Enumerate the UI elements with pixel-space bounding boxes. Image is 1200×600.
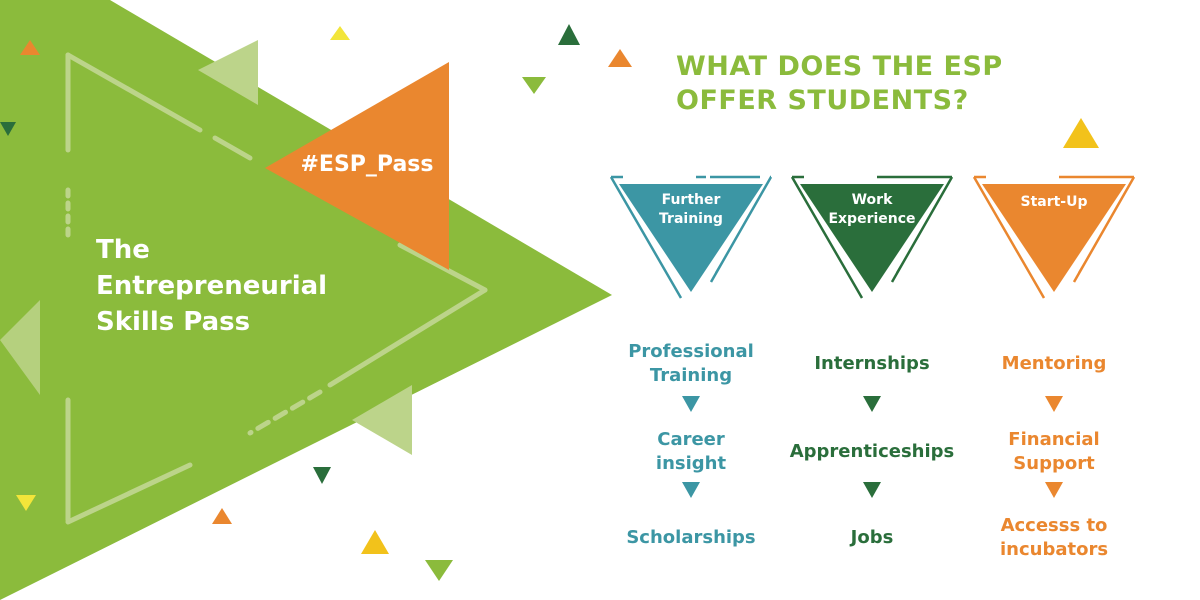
offer-item: Internships	[777, 352, 967, 376]
arrow-down-icon	[1045, 482, 1063, 498]
confetti-triangle	[1063, 118, 1099, 148]
esp-highlight: ESP	[943, 51, 1003, 82]
offer-item-line: incubators	[999, 539, 1109, 560]
offer-item-line: Jobs	[850, 527, 894, 548]
offer-item: Mentoring	[959, 352, 1149, 376]
hashtag-label: #ESP_Pass	[300, 152, 434, 177]
column-triangle-outline	[790, 175, 954, 299]
arrow-down-icon	[682, 482, 700, 498]
offer-item-line: Accesss to	[1000, 515, 1108, 536]
arrow-down-icon	[682, 396, 700, 412]
light-green-triangle-1	[198, 40, 258, 105]
light-green-triangle-3	[352, 385, 412, 455]
light-green-triangle-2	[0, 300, 40, 395]
column-shapes	[609, 175, 1136, 498]
offer-item-line: Financial	[1008, 429, 1100, 450]
offer-item: Apprenticeships	[777, 440, 967, 464]
confetti-triangle	[558, 24, 580, 45]
offer-item-line: Support	[1013, 453, 1095, 474]
offer-item-line: Professional	[628, 341, 754, 362]
confetti-triangle	[608, 49, 632, 67]
confetti-triangle	[16, 495, 36, 511]
column-label: Start-Up	[989, 193, 1119, 212]
offer-item-line: Career	[657, 429, 725, 450]
column-triangle-outline	[609, 175, 773, 299]
hashtag-orange-triangle	[265, 62, 449, 270]
column-label-line: Experience	[828, 211, 916, 227]
confetti-triangle	[361, 530, 389, 554]
title-line: Skills Pass	[96, 307, 251, 337]
column-label-line: Further	[661, 192, 721, 208]
column-triangle	[800, 184, 944, 292]
column-triangle	[982, 184, 1126, 292]
arrow-down-icon	[863, 482, 881, 498]
offer-item-line: Training	[649, 365, 733, 386]
confetti-triangle	[0, 122, 16, 136]
offer-item: Scholarships	[596, 526, 786, 550]
confetti-triangle	[522, 77, 546, 94]
offer-item: Accesss to incubators	[959, 514, 1149, 562]
big-green-triangle	[0, 0, 612, 600]
main-title: The Entrepreneurial Skills Pass	[96, 232, 327, 340]
dashed-triangle-outline	[65, 52, 488, 525]
offer-item-line: Internships	[814, 353, 930, 374]
confetti-triangle	[313, 467, 331, 484]
column-label-line: Training	[659, 211, 723, 227]
confetti-triangle	[212, 508, 232, 524]
offer-item-line: insight	[655, 453, 727, 474]
column-label-line: Work	[851, 192, 893, 208]
column-label-line: Start-Up	[1020, 194, 1088, 210]
confetti-triangle	[20, 40, 40, 55]
title-line: Entrepreneurial	[96, 271, 328, 301]
arrow-down-icon	[1045, 396, 1063, 412]
offer-item: Jobs	[777, 526, 967, 550]
confetti-triangle	[330, 26, 350, 40]
title-line: The	[96, 235, 150, 265]
arrow-down-icon	[863, 396, 881, 412]
column-triangle-outline	[972, 175, 1136, 299]
offer-item: Career insight	[596, 428, 786, 476]
column-triangle	[619, 184, 763, 292]
offer-item-line: Scholarships	[626, 527, 756, 548]
confetti-triangle	[425, 560, 453, 581]
offer-item-line: Apprenticeships	[789, 441, 955, 462]
offer-item-line: Mentoring	[1001, 353, 1107, 374]
